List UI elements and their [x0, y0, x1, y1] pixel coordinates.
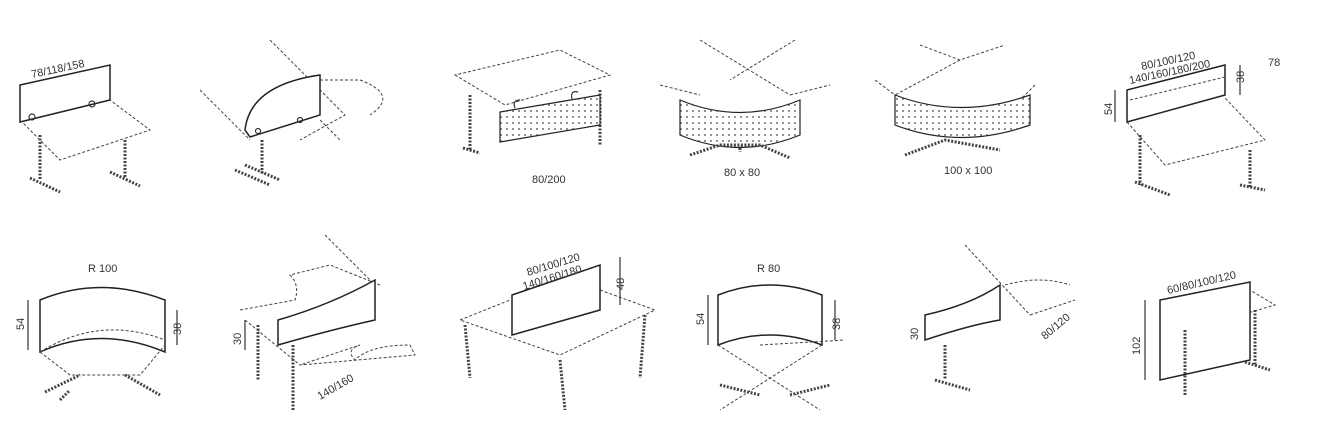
- front-panel-102-drawing: 60/80/100/120 102: [1131, 269, 1277, 395]
- dimension-label: 140/160: [316, 372, 356, 402]
- dimension-label: 54: [1103, 103, 1115, 115]
- curved-screen-r100-drawing: R 100 54 38: [15, 263, 184, 402]
- curved-screen-r80-drawing: R 80 54 38: [695, 263, 846, 411]
- screen-desk-78-drawing: 78/118/158: [19, 58, 152, 194]
- dimension-label: 38: [172, 323, 184, 335]
- dimension-label: 30: [909, 328, 921, 340]
- corner-panel-80-drawing: 80 x 80: [659, 39, 831, 179]
- dimension-label: 48: [615, 278, 627, 290]
- dimension-label: R 100: [88, 263, 117, 275]
- dimension-label: R 80: [757, 263, 780, 275]
- dimension-label: 78: [1268, 57, 1280, 69]
- dimension-label: 102: [1131, 337, 1143, 355]
- dimension-label: 54: [15, 318, 27, 330]
- modesty-panel-perforated-drawing: 80/200: [453, 49, 612, 186]
- dimension-label: 100 x 100: [944, 165, 992, 177]
- screen-curved-corner-drawing: [199, 39, 384, 187]
- dimension-label: 38: [831, 318, 843, 330]
- wave-screen-140-drawing: 30 140/160: [232, 234, 416, 410]
- screen-desk-widths-drawing: 80/100/120 140/160/180/200 38 78 54: [1103, 50, 1280, 197]
- bench-screen-drawing: 80/100/120 140/160/180 48: [459, 251, 657, 411]
- corner-panel-100-drawing: 100 x 100: [874, 44, 1036, 177]
- wave-screen-80-drawing: 30 80/120: [909, 244, 1076, 392]
- dimension-label: 54: [695, 313, 707, 325]
- dimension-label: 80 x 80: [724, 167, 760, 179]
- dimension-label: 80/200: [532, 174, 566, 186]
- dimension-label: 38: [1235, 71, 1247, 83]
- dimension-label: 30: [232, 333, 244, 345]
- dimension-label: 80/120: [1039, 311, 1072, 342]
